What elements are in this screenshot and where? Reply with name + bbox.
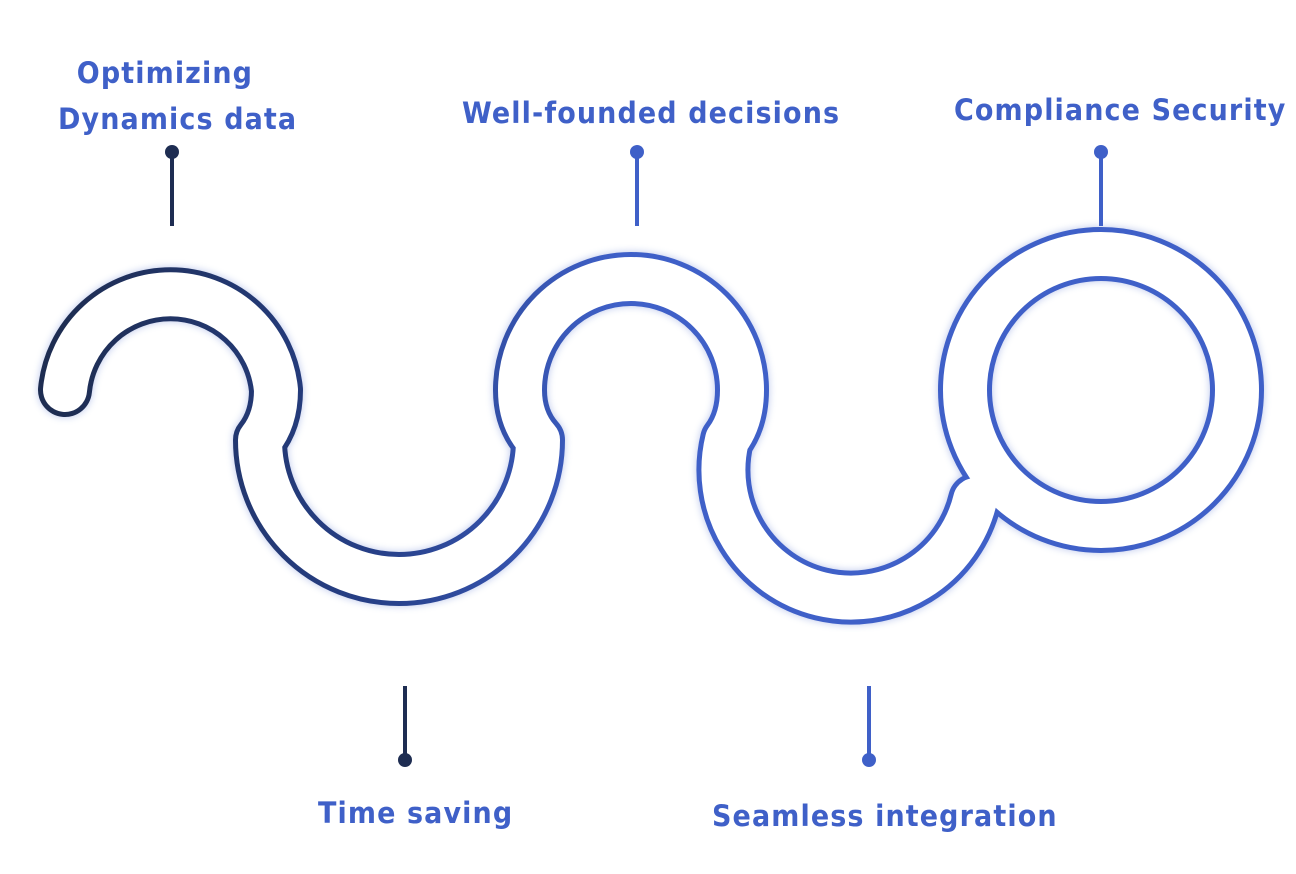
- path-inner-fill: [43, 257, 997, 620]
- connector-4: [862, 686, 876, 767]
- connector-dot: [398, 753, 412, 767]
- connector-dot: [1094, 145, 1108, 159]
- milestone-label-seamless-integration: Seamless integration: [712, 793, 1058, 839]
- connector-dot: [862, 753, 876, 767]
- milestone-label-optimizing: Optimizing Dynamics data: [58, 50, 298, 142]
- milestone-label-compliance-security: Compliance Security: [954, 87, 1286, 133]
- milestone-label-line: Seamless integration: [712, 799, 1058, 833]
- connector-dot: [165, 145, 179, 159]
- milestone-connectors: [165, 145, 1108, 767]
- connector-2: [398, 686, 412, 767]
- connector-1: [165, 145, 179, 226]
- milestone-label-line: Optimizing: [76, 56, 254, 90]
- milestone-label-line: Time saving: [318, 796, 514, 830]
- milestone-label-line: Well-founded decisions: [462, 96, 841, 130]
- loop-inner-fill: [943, 232, 1259, 548]
- connector-dot: [630, 145, 644, 159]
- milestone-label-line: Compliance Security: [954, 93, 1287, 127]
- milestone-label-time-saving: Time saving: [318, 790, 513, 836]
- path-band: [38, 227, 1264, 625]
- milestone-label-well-founded-decisions: Well-founded decisions: [462, 90, 840, 136]
- connector-3: [630, 145, 644, 226]
- milestone-label-line: Dynamics data: [58, 102, 298, 136]
- connector-5: [1094, 145, 1108, 226]
